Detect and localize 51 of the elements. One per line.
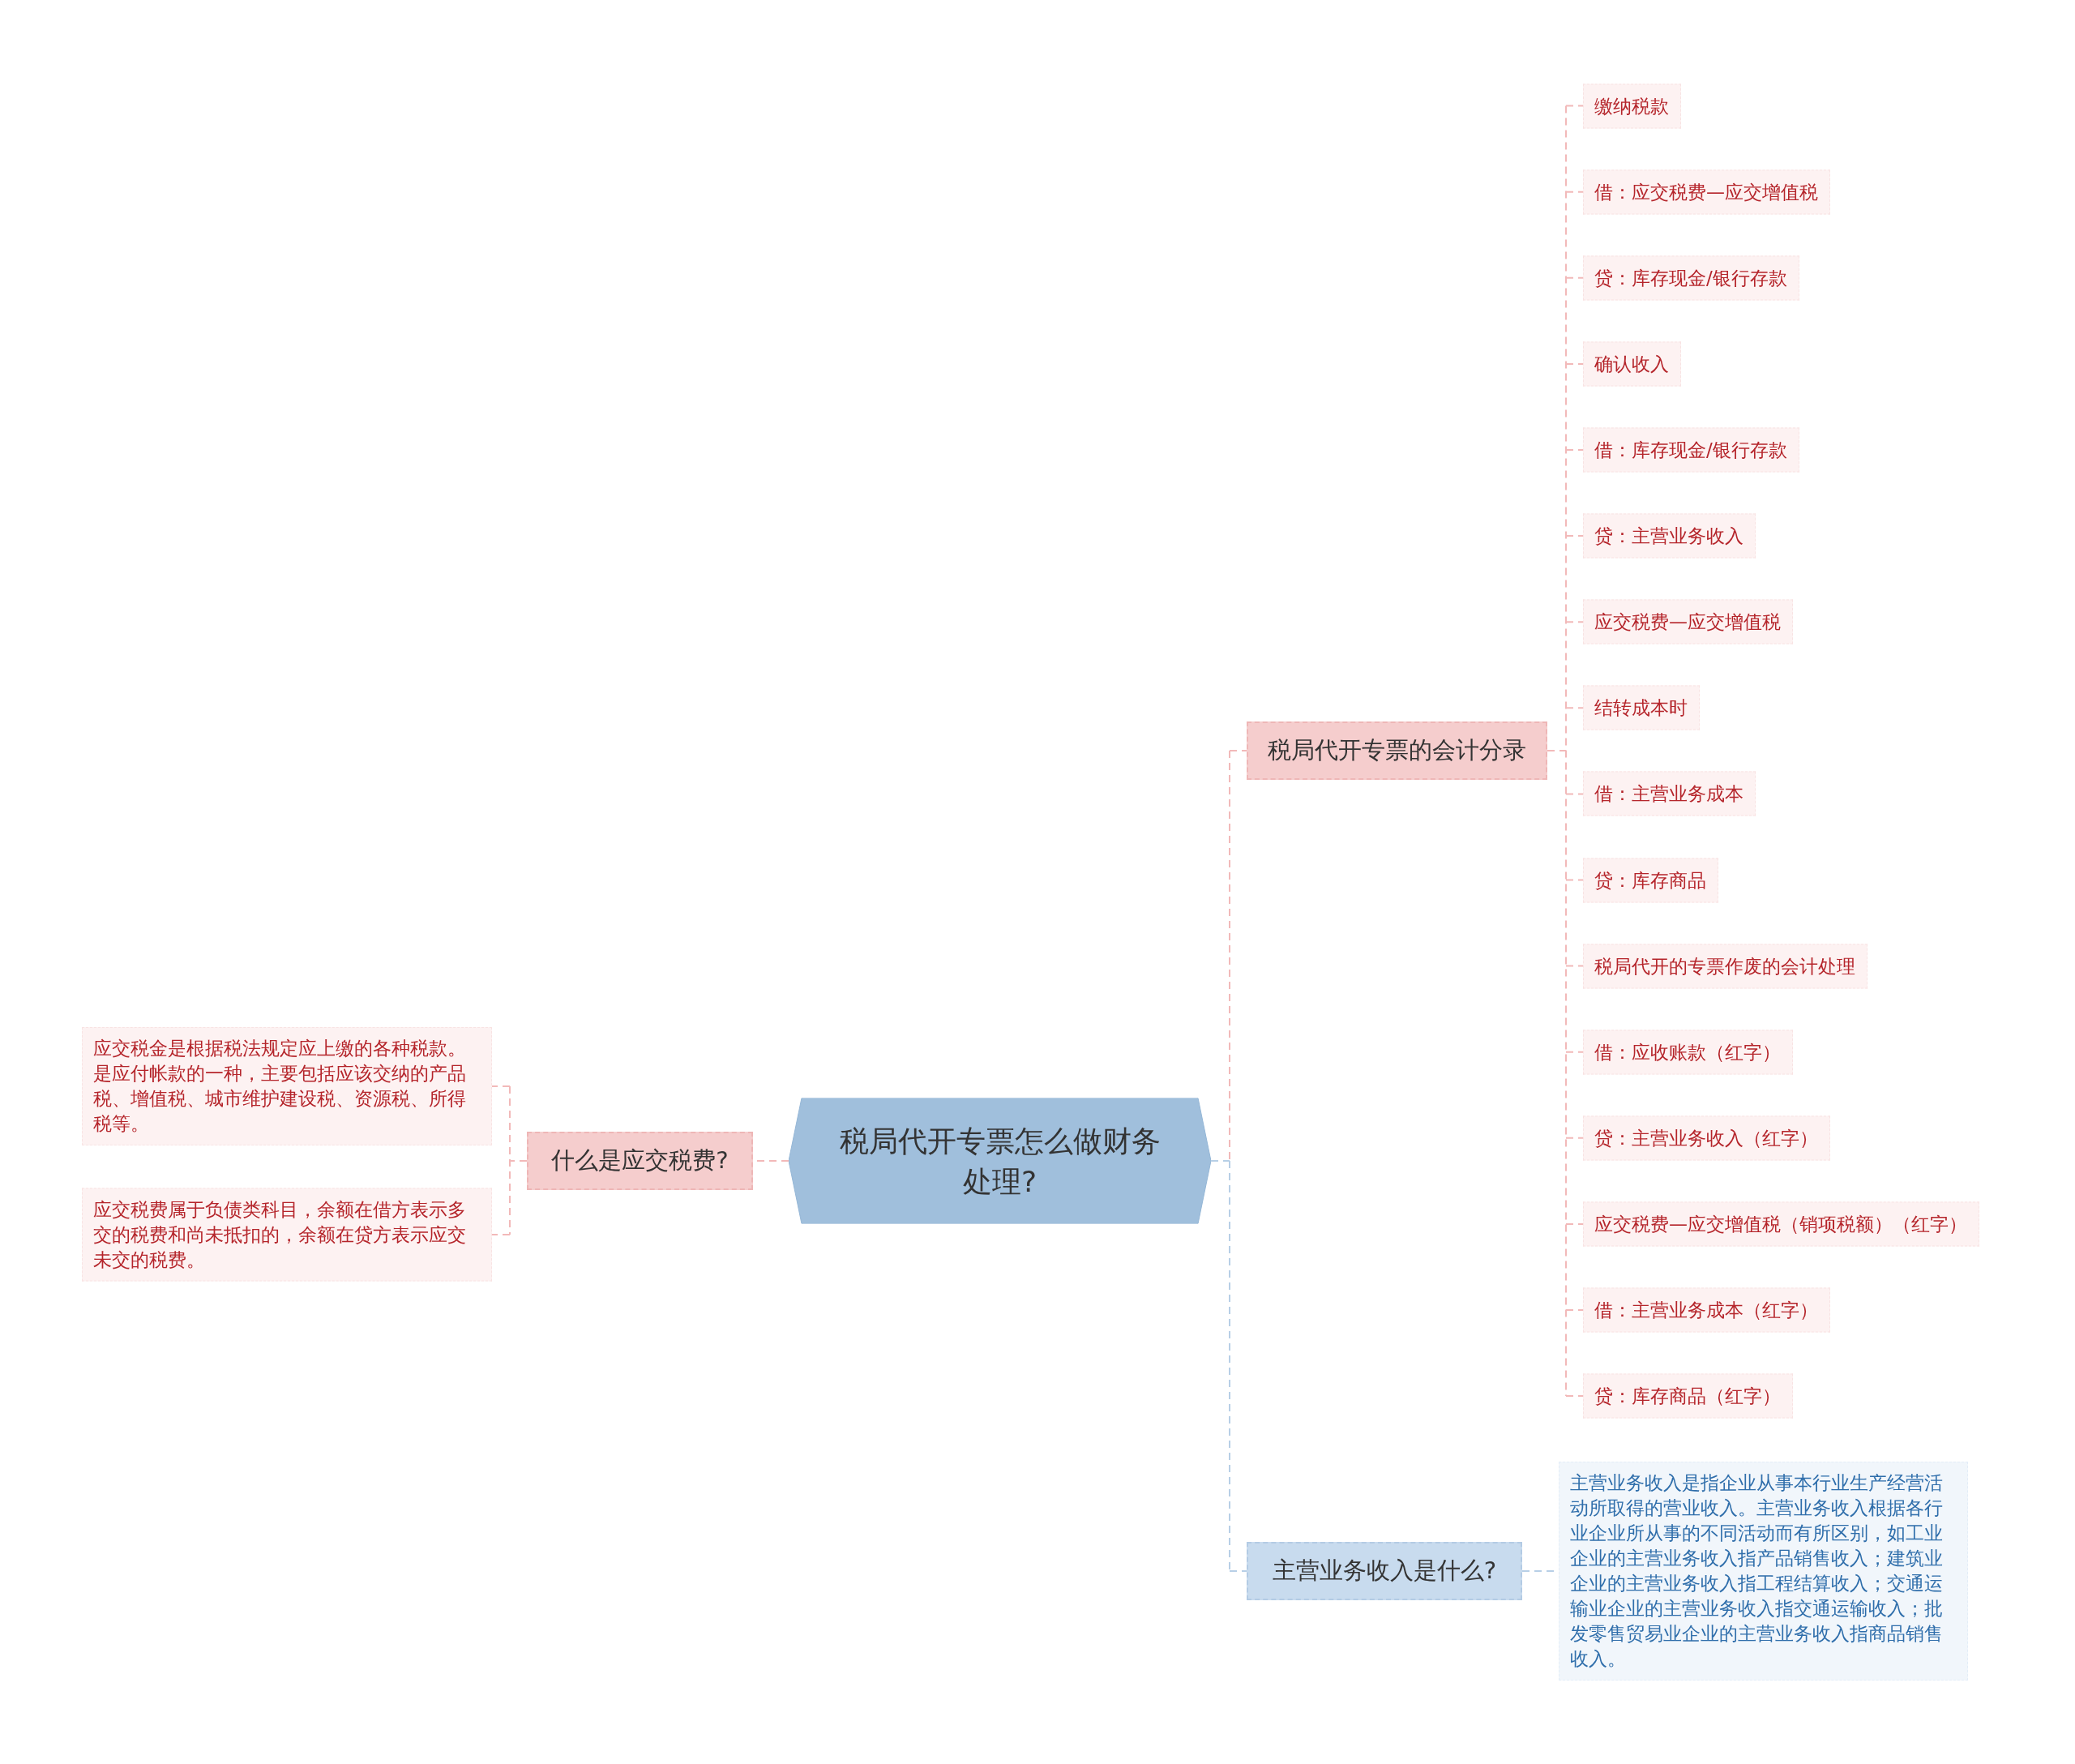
note-box: [82, 1188, 492, 1282]
entry-box: [1583, 1201, 1979, 1247]
entry-text: 贷：主营业务收入（红字）: [1594, 1126, 1818, 1150]
entry-text: 结转成本时: [1594, 696, 1688, 720]
note-text: 应交税金是根据税法规定应上缴的各种税款。是应付帐款的一种，主要包括应该交纳的产品税、增值税、城市维护建设税、资源税、所得税等。: [93, 1037, 467, 1136]
entry-text: 贷：库存商品（红字）: [1594, 1384, 1781, 1408]
connector-line: [1547, 105, 1584, 1398]
entry-box: [1583, 599, 1793, 644]
branch-box: [1247, 1542, 1522, 1600]
connector-line: [491, 1085, 528, 1235]
note-text: 应交税费属于负债类科目，余额在借方表示多交的税费和尚未抵扣的，余额在贷方表示应交未交的税费。: [93, 1197, 467, 1272]
branch-title: 什么是应交税费?: [551, 1145, 729, 1175]
entry-box: [1583, 944, 1868, 989]
entry-box: [1583, 1373, 1793, 1419]
connector-line: [1229, 750, 1247, 1162]
entry-box: [1583, 1030, 1793, 1075]
entry-text: 贷：主营业务收入: [1594, 524, 1743, 548]
connector-line: [1210, 1160, 1230, 1162]
note-box: [1559, 1462, 1968, 1681]
entry-box: [1583, 513, 1756, 559]
entry-text: 缴纳税款: [1594, 94, 1669, 118]
entry-text: 贷：库存现金/银行存款: [1594, 266, 1787, 290]
entry-text: 应交税费—应交增值税（销项税额）（红字）: [1594, 1212, 1967, 1236]
note-box: [82, 1027, 492, 1145]
entry-box: [1583, 771, 1756, 816]
entry-box: [1583, 685, 1700, 730]
entry-box: [1583, 169, 1830, 215]
entry-box: [1583, 255, 1799, 301]
entry-box: [1583, 341, 1681, 387]
entry-text: 应交税费—应交增值税: [1594, 610, 1781, 634]
topic-hexagon: [789, 1098, 1211, 1224]
branch-title: 税局代开专票的会计分录: [1268, 735, 1526, 765]
entry-text: 借：主营业务成本（红字）: [1594, 1298, 1818, 1322]
entry-box: [1583, 1287, 1830, 1333]
entry-text: 借：应交税费—应交增值税: [1594, 180, 1818, 204]
entry-box: [1583, 1115, 1830, 1161]
entry-text: 贷：库存商品: [1594, 868, 1706, 892]
entry-text: 税局代开的专票作废的会计处理: [1594, 954, 1855, 978]
entry-text: 借：主营业务成本: [1594, 781, 1743, 806]
topic-title: 税局代开专票怎么做财务处理?: [838, 1123, 1162, 1199]
connector-line: [1229, 1160, 1247, 1572]
entry-box: [1583, 427, 1799, 473]
note-text: 主营业务收入是指企业从事本行业生产经营活动所取得的营业收入。主营业务收入根据各行业企业所从事的不同活动而有所区别，如工业企业的主营业务收入指产品销售收入；建筑业企业的主营业务收入指工程结算收入；交通运输业企业的主营业务收入指交通运输收入；批发零售贸易业企业的主营业务收入指商品销售收入。: [1570, 1471, 1944, 1671]
branch-title: 主营业务收入是什么?: [1272, 1556, 1497, 1586]
entry-text: 借：库存现金/银行存款: [1594, 438, 1787, 462]
entry-box: [1583, 83, 1681, 129]
entry-text: 确认收入: [1594, 352, 1669, 376]
entry-box: [1583, 858, 1718, 902]
entry-text: 借：应收账款（红字）: [1594, 1040, 1781, 1064]
branch-box: [1247, 721, 1547, 780]
branch-box: [527, 1132, 753, 1190]
